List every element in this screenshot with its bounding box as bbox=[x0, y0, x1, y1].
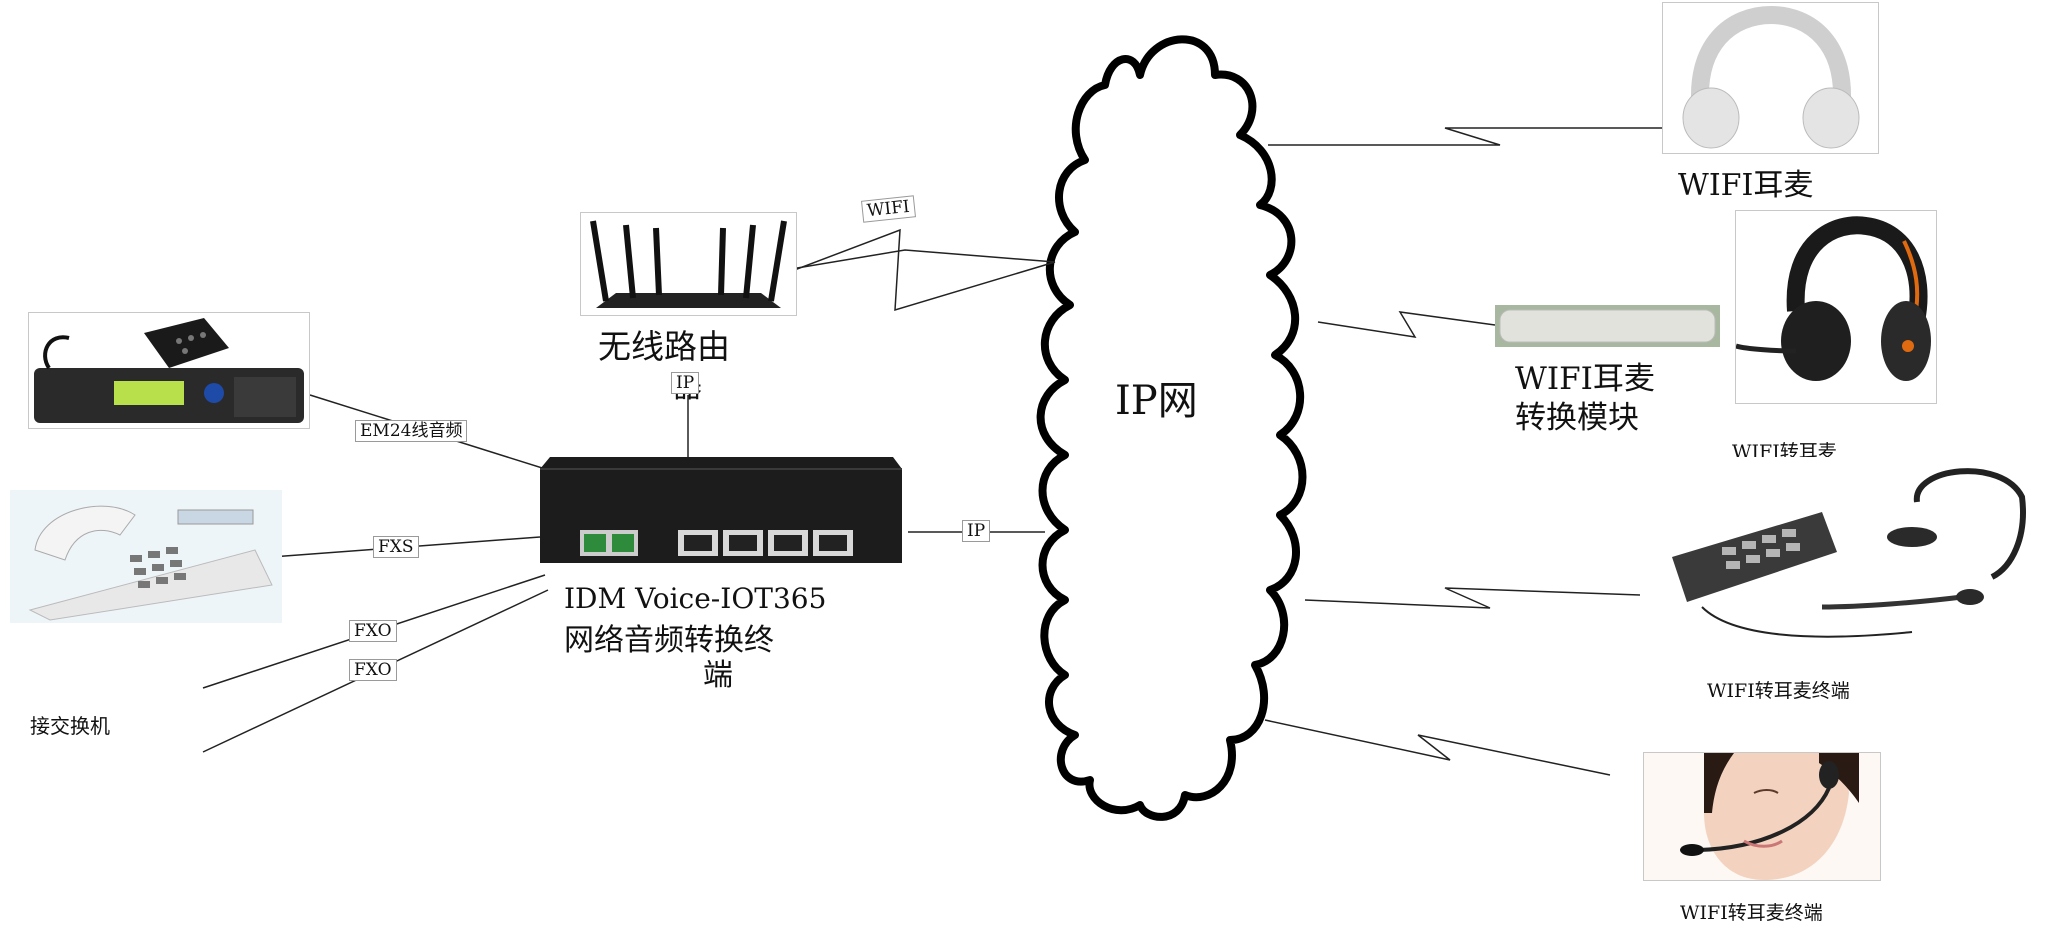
wifi-link-terminal bbox=[1304, 587, 1641, 609]
headset-keypad-photo bbox=[1662, 457, 2042, 652]
headphones-label: WIFI耳麦 bbox=[1678, 168, 1814, 203]
person-label: WIFI转耳麦终端 bbox=[1680, 902, 1823, 924]
fxo-label-2: FXO bbox=[349, 659, 397, 681]
wifi-link-router-cloud bbox=[754, 228, 1056, 312]
network-device-icon bbox=[540, 457, 902, 563]
pbx-label: 接交换机 bbox=[30, 714, 110, 738]
converter-module-photo bbox=[1495, 305, 1720, 347]
em24-label: EM24线音频 bbox=[355, 420, 468, 442]
device-title-line3: 端 bbox=[703, 658, 733, 693]
wifi-link-headphones bbox=[1268, 127, 1670, 146]
cloud-icon bbox=[1036, 35, 1307, 821]
wifi-link-module bbox=[1317, 311, 1496, 338]
headset-keypad-icon bbox=[1672, 468, 2026, 638]
fxs-label: FXS bbox=[373, 536, 419, 558]
router-icon bbox=[590, 220, 787, 308]
headphones-icon bbox=[1682, 5, 1860, 149]
gaming-headset-photo bbox=[1735, 210, 1937, 404]
radio-icon bbox=[34, 318, 304, 423]
wifi-link-person bbox=[1264, 719, 1611, 776]
ip-router-link-label: IP bbox=[671, 372, 700, 394]
device-title-line1: IDM Voice-IOT365 bbox=[564, 582, 827, 615]
router-label-line1: 无线路由 bbox=[598, 327, 730, 366]
radio-photo bbox=[28, 312, 310, 429]
gaming-headset-icon bbox=[1736, 216, 1931, 381]
person-headset-photo bbox=[1643, 752, 1881, 881]
terminal-label: WIFI转耳麦终端 bbox=[1707, 680, 1850, 702]
ip-cloud-link-label: IP bbox=[962, 520, 991, 542]
headphones-photo bbox=[1662, 2, 1879, 154]
module-label-line1: WIFI耳麦 bbox=[1515, 361, 1655, 397]
device-title-line2: 网络音频转换终 bbox=[564, 623, 774, 658]
wifi-link-router-cloud-2 bbox=[754, 249, 1056, 276]
desk-phone-icon bbox=[28, 505, 273, 621]
converter-module-icon bbox=[1495, 305, 1720, 347]
fxo-label-1: FXO bbox=[349, 620, 397, 642]
module-label-line2: 转换模块 bbox=[1515, 400, 1639, 436]
network-device-photo bbox=[538, 455, 904, 573]
router-photo bbox=[580, 212, 797, 316]
desk-phone-photo bbox=[10, 490, 282, 623]
cloud-label: IP网 bbox=[1115, 378, 1198, 424]
person-headset-icon bbox=[1644, 753, 1880, 880]
